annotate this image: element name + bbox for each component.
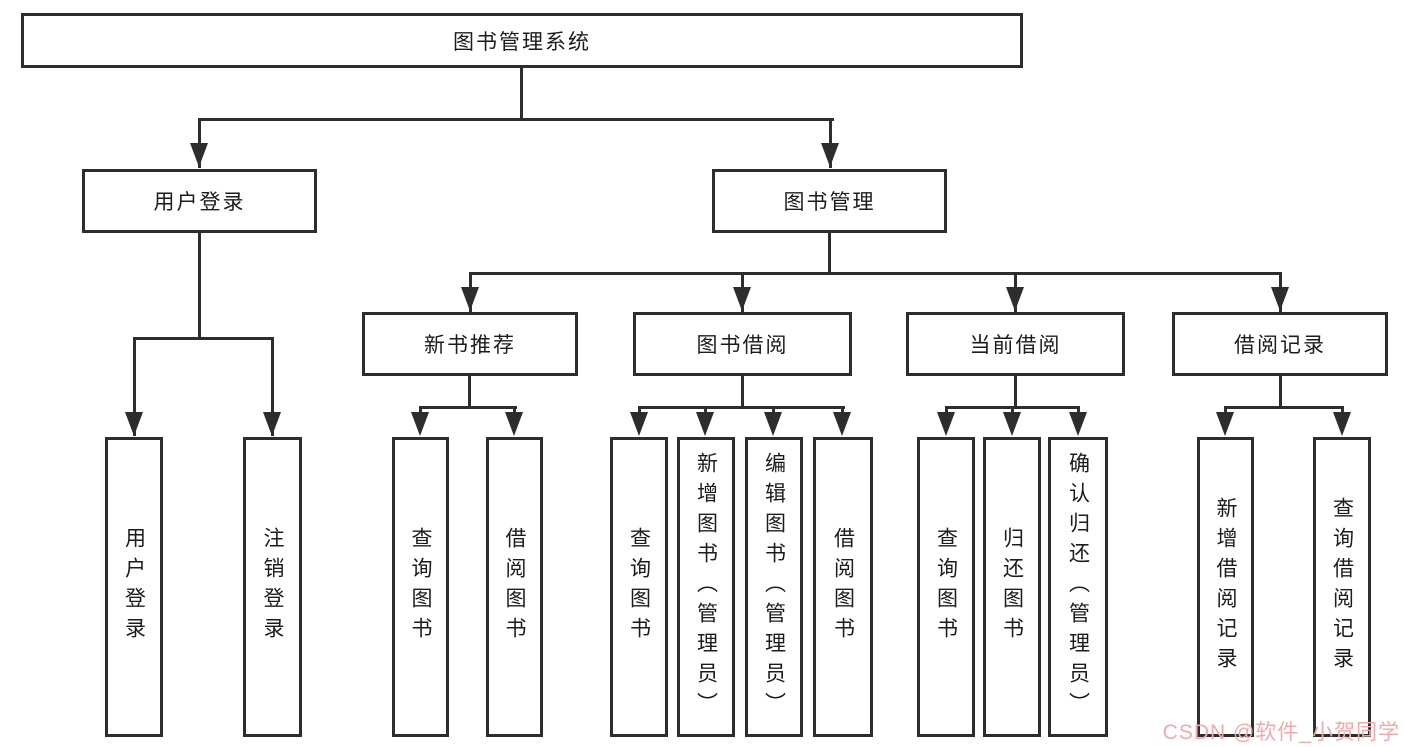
connector-line — [271, 337, 274, 436]
connector-line — [520, 68, 523, 121]
connector-line — [1014, 376, 1017, 409]
leaf-records-add-record-label: 新增借阅记录 — [1214, 497, 1238, 677]
arrow-head — [1006, 287, 1024, 311]
connector-line — [198, 118, 834, 121]
leaf-borrow-query-book: 查询图书 — [610, 437, 668, 737]
connector-line — [469, 272, 1282, 275]
leaf-current-query-book-label: 查询图书 — [934, 527, 958, 647]
leaf-logout-label: 注销登录 — [261, 527, 285, 647]
leaf-borrow-borrow-book: 借阅图书 — [813, 437, 873, 737]
arrow-head — [1216, 412, 1234, 436]
leaf-borrow-edit-book-label: 编辑图书（管理员） — [762, 452, 786, 722]
connector-line — [419, 406, 517, 409]
leaf-recommend-query-book: 查询图书 — [392, 437, 449, 737]
leaf-current-confirm-return-label: 确认归还（管理员） — [1066, 452, 1090, 722]
csdn-watermark: CSDN @软件_小贺同学 — [1162, 721, 1400, 744]
leaf-user-login-label: 用户登录 — [122, 527, 146, 647]
leaf-borrow-query-book-label: 查询图书 — [627, 527, 651, 647]
node-user-login: 用户登录 — [82, 169, 317, 233]
node-borrow-records-label: 借阅记录 — [1234, 334, 1326, 357]
leaf-borrow-add-book-label: 新增图书（管理员） — [694, 452, 718, 722]
connector-line — [133, 337, 136, 436]
arrow-head — [505, 412, 523, 436]
node-borrow-records: 借阅记录 — [1172, 312, 1388, 376]
arrow-head — [764, 412, 782, 436]
node-book-borrow: 图书借阅 — [633, 312, 852, 376]
leaf-borrow-add-book: 新增图书（管理员） — [677, 437, 735, 737]
leaf-recommend-query-book-label: 查询图书 — [409, 527, 433, 647]
node-current-borrow: 当前借阅 — [906, 312, 1125, 376]
connector-line — [638, 406, 845, 409]
connector-line — [198, 233, 201, 340]
connector-line — [133, 337, 274, 340]
connector-line — [468, 376, 471, 409]
leaf-records-add-record: 新增借阅记录 — [1197, 437, 1254, 737]
leaf-records-query-record: 查询借阅记录 — [1313, 437, 1371, 737]
arrow-head — [263, 412, 281, 436]
arrow-head — [1333, 412, 1351, 436]
connector-line — [828, 233, 831, 275]
connector-line — [1224, 406, 1344, 409]
arrow-head — [696, 412, 714, 436]
node-book-borrow-label: 图书借阅 — [696, 334, 789, 357]
arrow-head — [411, 412, 429, 436]
arrow-head — [1271, 287, 1289, 311]
arrow-head — [630, 412, 648, 436]
arrow-head — [821, 143, 839, 167]
connector-line — [1279, 376, 1282, 409]
arrow-head — [125, 412, 143, 436]
arrow-head — [733, 287, 751, 311]
leaf-recommend-borrow-book: 借阅图书 — [486, 437, 543, 737]
leaf-current-confirm-return: 确认归还（管理员） — [1048, 437, 1108, 737]
leaf-current-return-book: 归还图书 — [983, 437, 1041, 737]
arrow-head — [190, 143, 208, 167]
node-root-label: 图书管理系统 — [453, 30, 591, 54]
node-user-login-label: 用户登录 — [153, 191, 246, 214]
node-current-borrow-label: 当前借阅 — [969, 334, 1062, 357]
arrow-head — [461, 287, 479, 311]
leaf-records-query-record-label: 查询借阅记录 — [1330, 497, 1354, 677]
arrow-head — [1069, 412, 1087, 436]
node-book-management: 图书管理 — [712, 169, 947, 233]
leaf-user-login: 用户登录 — [105, 437, 163, 737]
node-new-book-recommend-label: 新书推荐 — [424, 334, 516, 357]
leaf-current-return-book-label: 归还图书 — [1000, 527, 1024, 647]
node-new-book-recommend: 新书推荐 — [362, 312, 578, 376]
leaf-recommend-borrow-book-label: 借阅图书 — [503, 527, 527, 647]
arrow-head — [833, 412, 851, 436]
leaf-borrow-edit-book: 编辑图书（管理员） — [745, 437, 803, 737]
arrow-head — [937, 412, 955, 436]
leaf-borrow-borrow-book-label: 借阅图书 — [831, 527, 855, 647]
leaf-logout: 注销登录 — [243, 437, 302, 737]
node-book-management-label: 图书管理 — [783, 191, 876, 214]
leaf-current-query-book: 查询图书 — [917, 437, 975, 737]
node-root: 图书管理系统 — [21, 13, 1023, 68]
connector-line — [741, 376, 744, 409]
arrow-head — [1003, 412, 1021, 436]
